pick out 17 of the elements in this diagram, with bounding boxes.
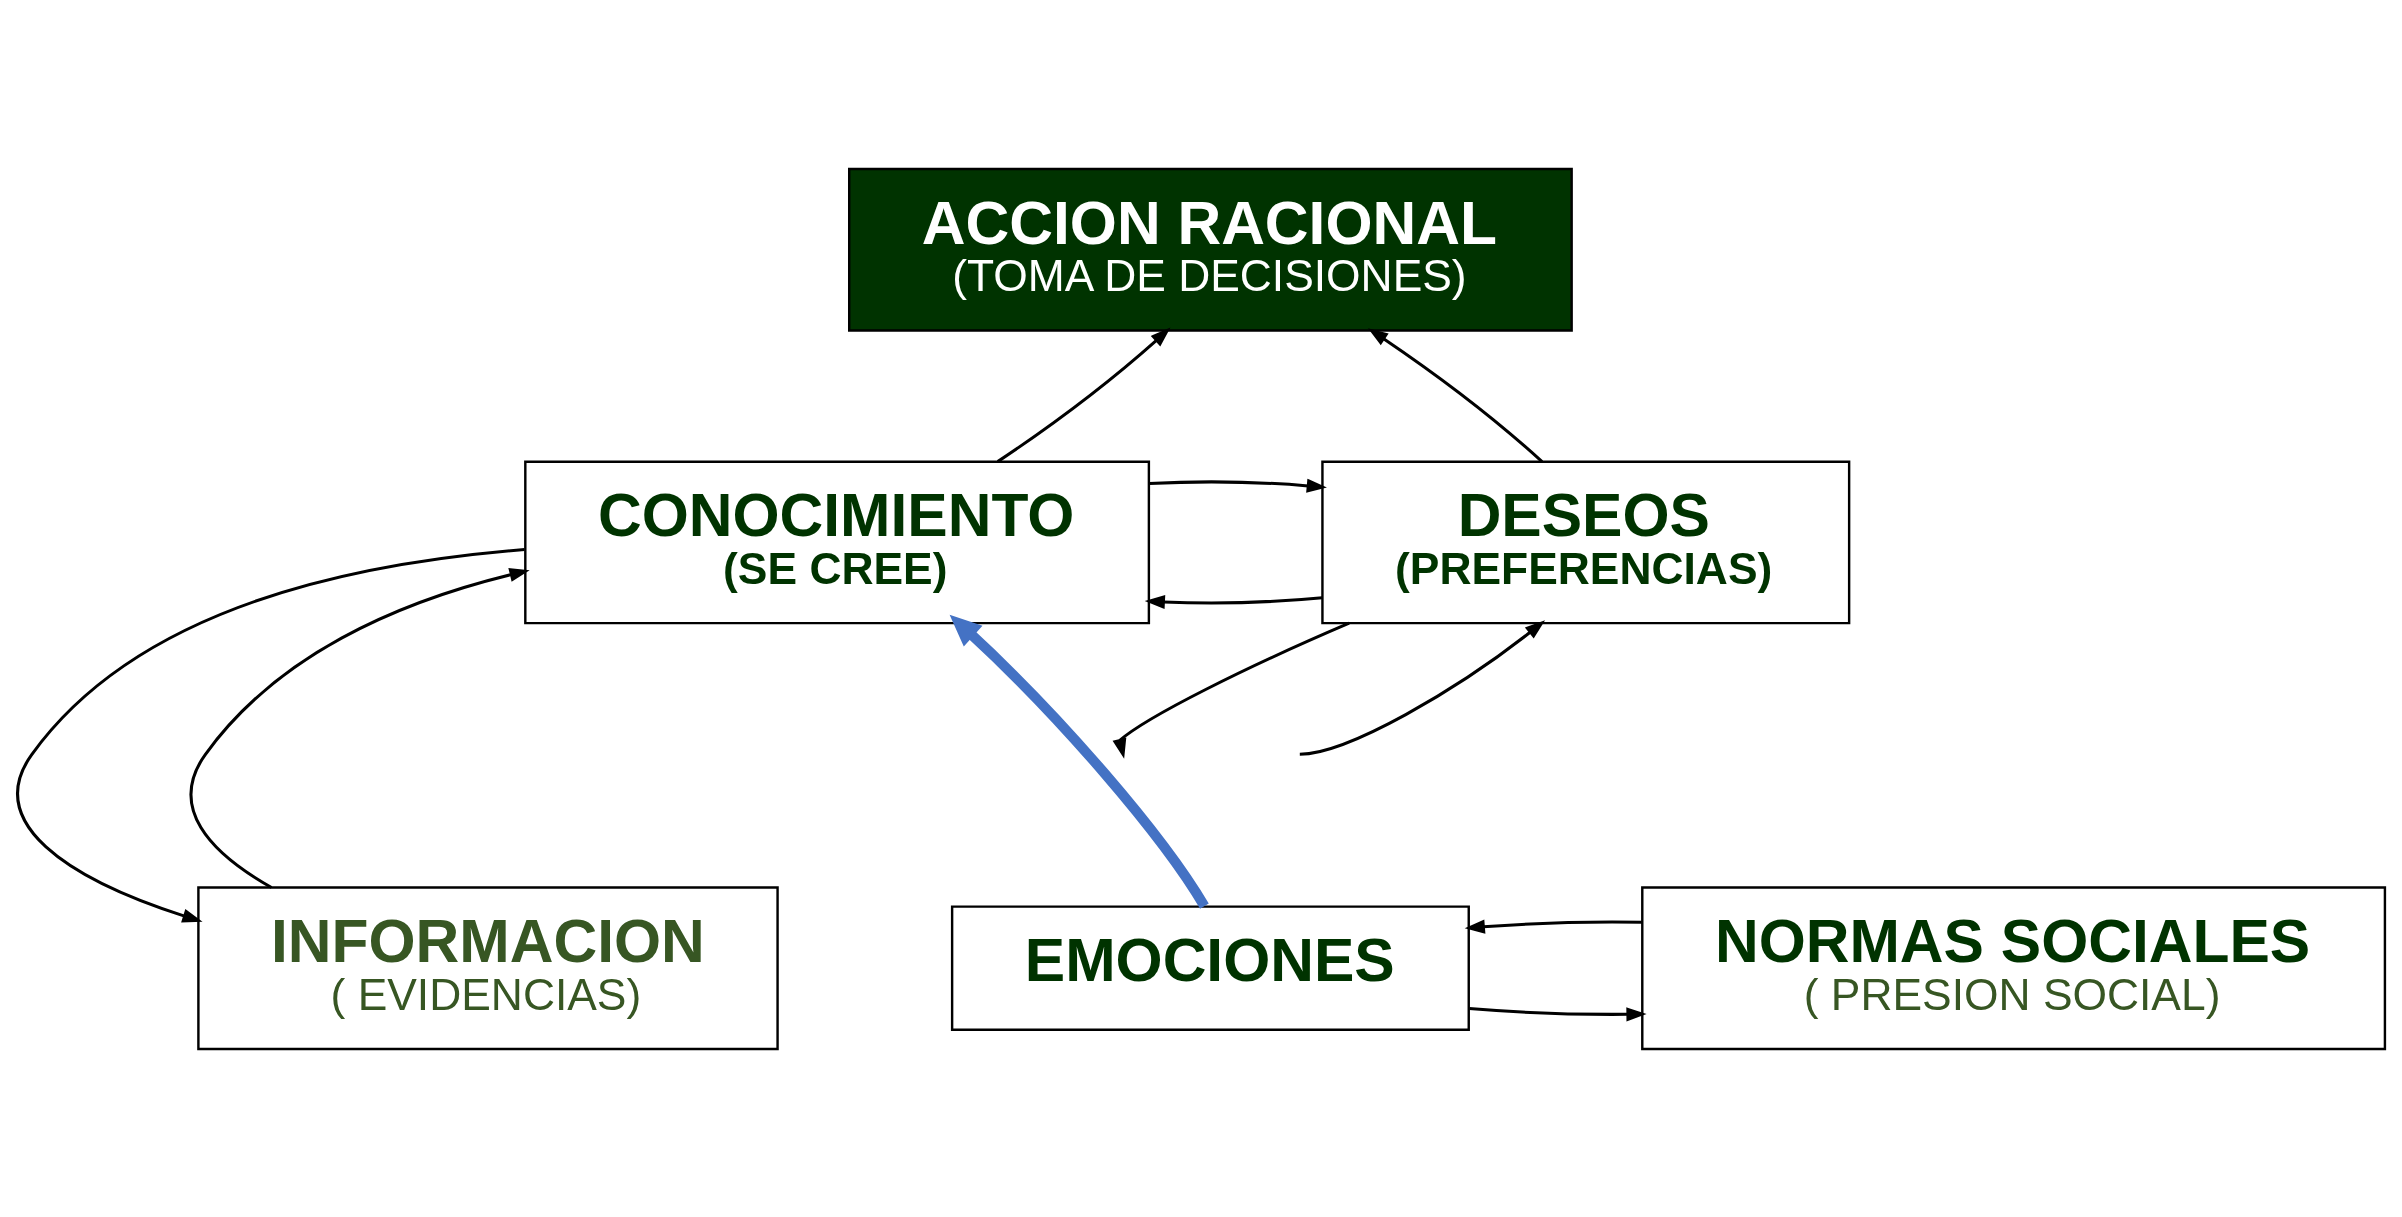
node-box: ACCION RACIONAL (TOMA DE DECISIONES) <box>848 167 1573 332</box>
arrow <box>996 327 1171 463</box>
arrow <box>1149 478 1327 493</box>
arrow <box>949 614 1209 909</box>
arrow <box>1299 619 1546 756</box>
node-box: EMOCIONES <box>950 904 1470 1031</box>
arrow <box>1464 919 1643 934</box>
arrow <box>1144 594 1323 609</box>
arrow <box>1469 1006 1647 1021</box>
node-box: INFORMACION ( EVIDENCIAS) <box>197 885 779 1050</box>
node-box: DESEOS (PREFERENCIAS) <box>1321 459 1851 624</box>
arrow <box>16 547 525 922</box>
arrow <box>1112 621 1350 759</box>
arrow <box>1367 327 1544 463</box>
node-box: CONOCIMIENTO (SE CREE) <box>524 459 1151 624</box>
node-box: NORMAS SOCIALES ( PRESION SOCIAL) <box>1641 885 2387 1050</box>
arrow <box>189 567 530 889</box>
